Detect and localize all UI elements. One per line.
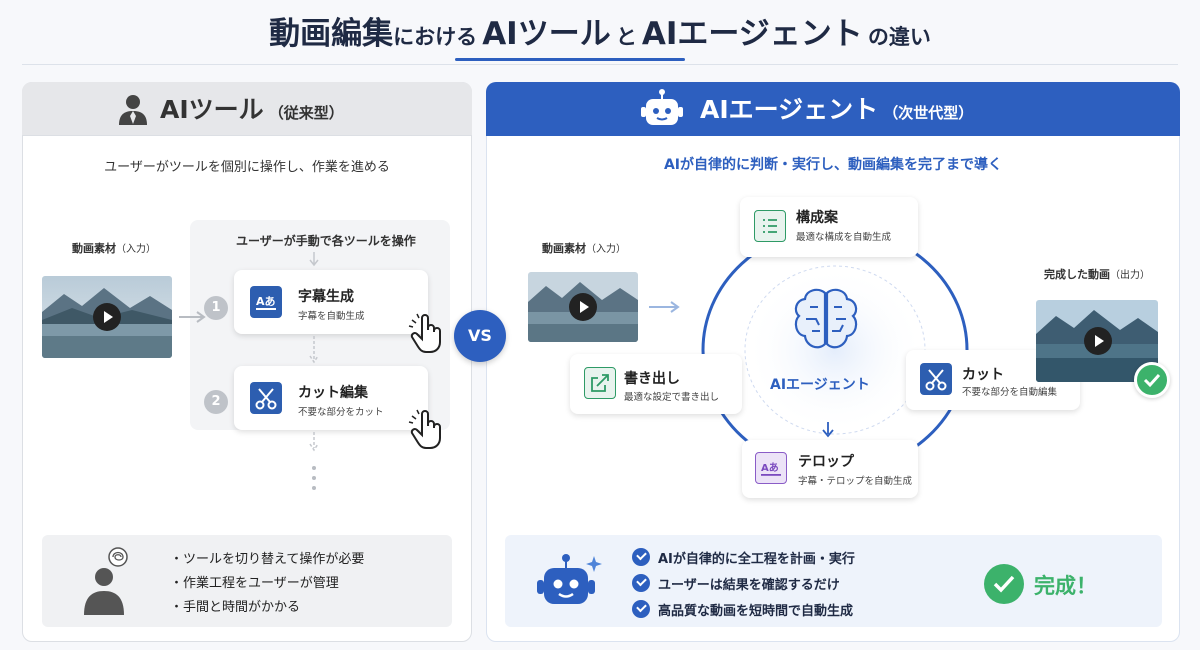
check-icon <box>632 548 650 566</box>
title-part-6: の違い <box>867 25 931 49</box>
ai-agent-bullet-2: ユーザーは結果を確認するだけ <box>658 578 840 593</box>
play-icon[interactable] <box>93 303 121 331</box>
check-circle-icon <box>1134 362 1170 398</box>
svg-text:Aあ: Aあ <box>761 461 779 474</box>
brain-icon <box>794 288 858 349</box>
scissors-icon <box>250 382 282 414</box>
node-desc-export: 最適な設定で書き出し <box>624 392 720 403</box>
ai-agent-bullet-3: 高品質な動画を短時間で自動生成 <box>658 604 854 619</box>
arrow-right-icon <box>179 311 206 323</box>
step-title-2: カット編集 <box>298 385 368 401</box>
node-title-cut: カット <box>962 367 1004 383</box>
ai-tool-bullet-3: ・手間と時間がかかる <box>170 600 301 615</box>
ai-tool-subtitle: ユーザーがツールを個別に操作し、作業を進める <box>104 160 390 175</box>
hand-click-icon <box>408 409 441 449</box>
ai-agent-summary <box>505 535 1162 627</box>
node-title-telop: テロップ <box>798 454 854 470</box>
ai-agent-header <box>486 82 1180 136</box>
title-part-3: AIツール <box>482 16 611 52</box>
page-title: 動画編集における AIツール と AIエージェント の違い <box>0 8 1200 53</box>
ai-agent-bullet-1: AIが自律的に全工程を計画・実行 <box>658 552 855 567</box>
title-part-4: と <box>615 25 637 49</box>
arrow-down-icon <box>309 252 319 267</box>
arrow-down-icon <box>822 422 834 438</box>
input-label-right: 動画素材（入力） <box>542 240 626 256</box>
input-label-left: 動画素材（入力） <box>72 240 156 256</box>
node-desc-telop: 字幕・テロップを自動生成 <box>798 476 913 487</box>
ai-agent-title-text: AIエージェント <box>700 95 879 124</box>
robot-icon <box>537 554 602 604</box>
hand-click-icon <box>408 313 441 353</box>
vs-badge: VS <box>454 310 506 362</box>
arrow-down-icon <box>309 432 319 452</box>
step-number-2: 2 <box>204 390 228 414</box>
ai-agent-subtitle: AIが自律的に判断・実行し、動画編集を完了まで導く <box>663 157 1003 173</box>
title-part-5: AIエージェント <box>641 16 863 52</box>
output-label-suffix: （出力） <box>1110 270 1150 281</box>
input-label-right-text: 動画素材 <box>542 242 586 255</box>
input-label-left-suffix: （入力） <box>116 244 156 255</box>
scissors-icon <box>920 363 952 395</box>
ai-tool-title-suffix: （従来型） <box>268 104 344 122</box>
input-label-right-suffix: （入力） <box>586 244 626 255</box>
ai-tool-bullet-2: ・作業工程をユーザーが管理 <box>170 576 339 591</box>
output-label: 完成した動画（出力） <box>1044 266 1150 282</box>
ai-tool-bullet-1: ・ツールを切り替えて操作が必要 <box>170 552 365 567</box>
ai-agent-title: AIエージェント （次世代型） <box>700 90 973 126</box>
title-part-1: 動画編集 <box>269 16 394 52</box>
output-label-text: 完成した動画 <box>1044 268 1110 281</box>
step-number-1: 1 <box>204 296 228 320</box>
hub-label: AIエージェント <box>770 377 870 393</box>
step-title-1: 字幕生成 <box>298 289 354 305</box>
check-icon <box>632 574 650 592</box>
play-icon[interactable] <box>1084 327 1112 355</box>
output-video-thumbnail <box>1036 300 1158 382</box>
divider <box>22 64 1178 65</box>
title-underline <box>455 58 685 61</box>
user-icon <box>119 95 147 125</box>
check-icon <box>632 600 650 618</box>
node-title-export: 書き出し <box>624 371 680 387</box>
node-desc-cut: 不要な部分を自動編集 <box>962 387 1058 398</box>
manual-label: ユーザーが手動で各ツールを操作 <box>236 234 416 248</box>
ai-agent-title-suffix: （次世代型） <box>883 104 974 122</box>
input-label-left-text: 動画素材 <box>72 242 116 255</box>
robot-icon <box>641 89 683 125</box>
ai-tool-header <box>22 82 472 136</box>
title-part-2: における <box>393 25 478 49</box>
step-desc-2: 不要な部分をカット <box>298 407 384 418</box>
node-desc-compose: 最適な構成を自動生成 <box>796 232 892 243</box>
export-icon <box>584 367 616 399</box>
check-circle-icon <box>984 564 1024 604</box>
subtitle-icon: Aあ <box>755 452 787 484</box>
arrow-right-icon <box>649 301 680 313</box>
node-title-compose: 構成案 <box>796 210 838 226</box>
ai-tool-title: AIツール （従来型） <box>160 90 344 126</box>
list-icon <box>754 210 786 242</box>
confused-user-icon <box>84 547 128 615</box>
subtitle-icon: Aあ <box>250 286 282 318</box>
step-desc-1: 字幕を自動生成 <box>298 311 365 322</box>
ellipsis-dot <box>312 476 316 480</box>
ellipsis-dot <box>312 466 316 470</box>
done-label: 完成！ <box>1034 574 1097 598</box>
ellipsis-dot <box>312 486 316 490</box>
svg-text:Aあ: Aあ <box>256 295 276 308</box>
play-icon[interactable] <box>569 293 597 321</box>
arrow-down-icon <box>309 336 319 364</box>
ai-tool-title-text: AIツール <box>160 95 264 124</box>
